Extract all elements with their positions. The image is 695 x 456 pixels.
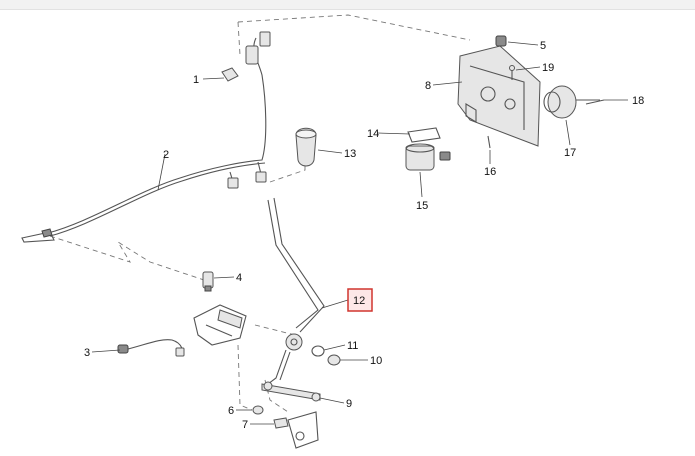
callout-13[interactable]: 13 bbox=[344, 148, 356, 160]
callout-17[interactable]: 17 bbox=[564, 147, 576, 159]
nut-part-10 bbox=[327, 354, 341, 366]
callout-8[interactable]: 8 bbox=[425, 80, 431, 92]
connector-part-1 bbox=[221, 67, 239, 82]
gear-knob bbox=[295, 127, 317, 167]
bracket-part-14 bbox=[407, 127, 441, 143]
callout-12-highlighted[interactable]: 12 bbox=[347, 288, 373, 312]
wiring-harness bbox=[21, 31, 271, 243]
linkage-rod bbox=[261, 381, 321, 402]
switch-housing bbox=[193, 304, 247, 346]
actuator-part-17 bbox=[543, 85, 600, 119]
callout-2[interactable]: 2 bbox=[163, 149, 169, 161]
assembly-guide-lines bbox=[49, 14, 471, 413]
bolt-part-7 bbox=[273, 417, 289, 429]
sensor-cable-part-3 bbox=[117, 339, 185, 357]
highlight-box bbox=[347, 288, 373, 312]
fastener-part-16 bbox=[487, 135, 491, 149]
callout-18[interactable]: 18 bbox=[632, 95, 644, 107]
washer-part-6 bbox=[252, 405, 264, 415]
shift-lever bbox=[267, 197, 325, 385]
callout-15[interactable]: 15 bbox=[416, 200, 428, 212]
top-bar bbox=[0, 0, 695, 10]
pin-part-18 bbox=[585, 99, 605, 105]
callout-labels: 1 2 3 4 5 6 7 8 9 10 11 12 13 14 15 16 1… bbox=[84, 40, 644, 431]
callout-6[interactable]: 6 bbox=[228, 405, 234, 417]
callout-19[interactable]: 19 bbox=[542, 62, 554, 74]
washer-part-11 bbox=[311, 345, 325, 357]
callout-leaders bbox=[91, 41, 628, 425]
callout-11[interactable]: 11 bbox=[347, 340, 358, 352]
callout-12[interactable]: 12 bbox=[353, 295, 365, 307]
callout-9[interactable]: 9 bbox=[346, 398, 352, 410]
callout-10[interactable]: 10 bbox=[370, 355, 382, 367]
screw-part-5 bbox=[495, 35, 507, 47]
lower-bracket bbox=[287, 411, 319, 449]
mounting-bracket bbox=[457, 45, 541, 147]
callout-4[interactable]: 4 bbox=[236, 272, 242, 284]
callout-1[interactable]: 1 bbox=[193, 74, 199, 86]
callout-16[interactable]: 16 bbox=[484, 166, 496, 178]
bolt-part-19 bbox=[509, 65, 515, 80]
callout-7[interactable]: 7 bbox=[242, 419, 248, 431]
callout-3[interactable]: 3 bbox=[84, 347, 90, 359]
motor-part-15 bbox=[405, 143, 451, 171]
callout-14[interactable]: 14 bbox=[367, 128, 379, 140]
callout-5[interactable]: 5 bbox=[540, 40, 546, 52]
sensor-part-4 bbox=[202, 271, 214, 292]
